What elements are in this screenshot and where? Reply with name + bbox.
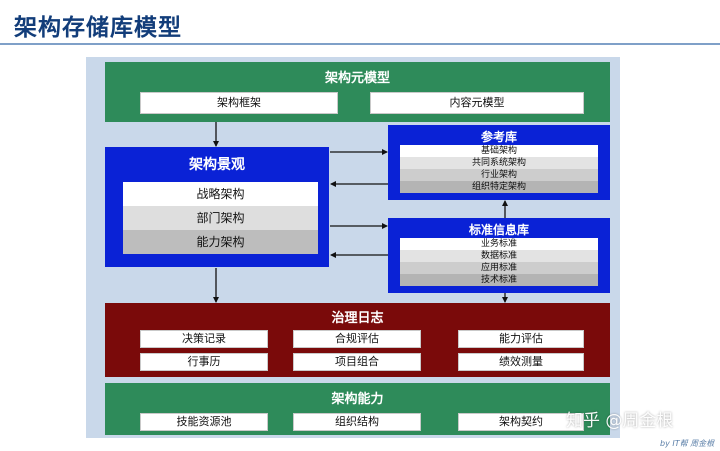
reference-item: 共同系统架构 xyxy=(400,157,598,169)
governance-item: 合规评估 xyxy=(293,330,421,348)
watermark-sub: by IT帮 周金根 xyxy=(660,439,715,448)
page-title: 架构存储库模型 xyxy=(14,15,182,41)
landscape-item: 能力架构 xyxy=(123,230,318,254)
title-divider xyxy=(0,43,720,45)
meta-model-item-content: 内容元模型 xyxy=(370,92,584,114)
reference-item: 行业架构 xyxy=(400,169,598,181)
capability-item: 架构契约 xyxy=(458,413,584,431)
governance-item: 能力评估 xyxy=(458,330,584,348)
meta-model-header: 架构元模型 xyxy=(324,71,390,86)
standards-item: 数据标准 xyxy=(400,250,598,262)
governance-item: 决策记录 xyxy=(140,330,268,348)
reference-item: 组织特定架构 xyxy=(400,181,598,193)
meta-model-item-framework: 架构框架 xyxy=(140,92,338,114)
landscape-header: 架构景观 xyxy=(189,157,245,173)
watermark-main: 知乎 @周金根 xyxy=(566,411,674,431)
standards-header: 标准信息库 xyxy=(468,223,529,237)
capability-header: 架构能力 xyxy=(331,392,384,407)
landscape-item: 部门架构 xyxy=(123,206,318,230)
reference-item: 基础架构 xyxy=(400,145,598,157)
governance-item: 行事历 xyxy=(140,353,268,371)
capability-item: 组织结构 xyxy=(293,413,421,431)
landscape-item: 战略架构 xyxy=(123,182,318,206)
landscape-list: 战略架构 部门架构 能力架构 xyxy=(123,182,318,254)
governance-item: 绩效测量 xyxy=(458,353,584,371)
reference-list: 基础架构 共同系统架构 行业架构 组织特定架构 xyxy=(400,145,598,193)
governance-header: 治理日志 xyxy=(331,311,384,326)
standards-list: 业务标准 数据标准 应用标准 技术标准 xyxy=(400,238,598,286)
standards-item: 业务标准 xyxy=(400,238,598,250)
standards-item: 技术标准 xyxy=(400,274,598,286)
capability-item: 技能资源池 xyxy=(140,413,268,431)
standards-item: 应用标准 xyxy=(400,262,598,274)
reference-header: 参考库 xyxy=(480,130,517,144)
governance-item: 项目组合 xyxy=(293,353,421,371)
